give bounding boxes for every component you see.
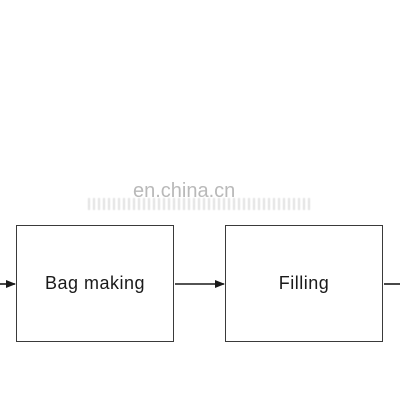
step-box-bag-making: Bag making: [16, 225, 174, 342]
watermark-text: en.china.cn: [133, 180, 236, 202]
step-box-filling: Filling: [225, 225, 383, 342]
step-label-bag-making: Bag making: [44, 273, 146, 293]
step-label-filling: Filling: [278, 273, 330, 293]
watermark-background-text: [88, 198, 313, 210]
